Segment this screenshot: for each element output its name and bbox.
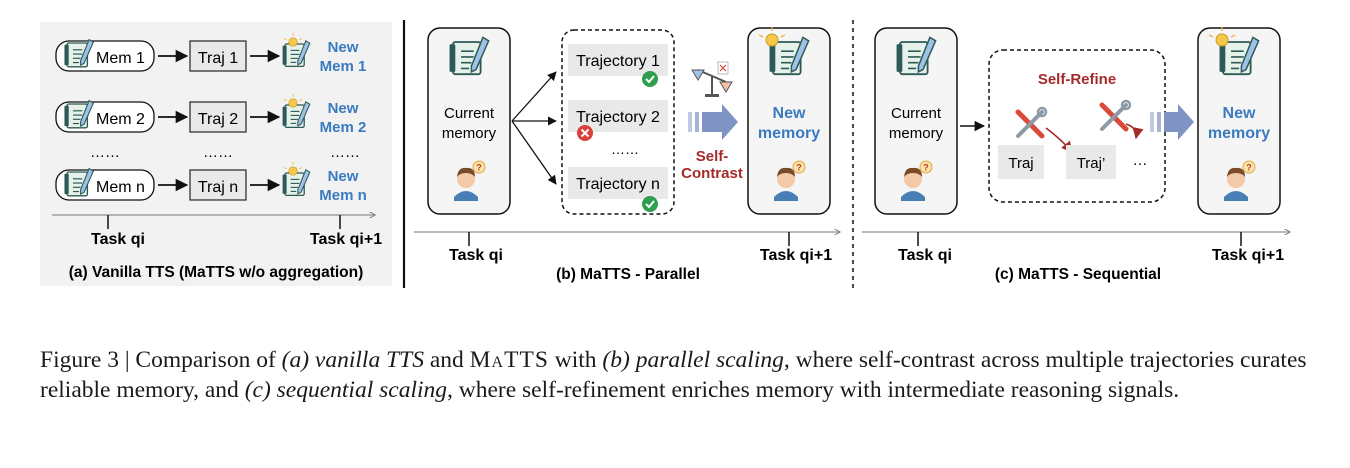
task-start-label: Task qi bbox=[91, 231, 145, 248]
caption-matts: MaTTS bbox=[469, 347, 549, 373]
traj-box bbox=[998, 145, 1044, 179]
scale-icon bbox=[691, 61, 733, 97]
current-memory-label-1: Current bbox=[444, 105, 495, 122]
trajectory-label: Trajectory 1 bbox=[576, 53, 660, 70]
new-memory-label-1: New bbox=[773, 105, 806, 122]
traj-prime-label: Traj’ bbox=[1077, 155, 1106, 172]
new-memory-label-1: New bbox=[1223, 105, 1256, 122]
panel-b: Current memory Trajectory 1 Trajectory 2… bbox=[414, 26, 840, 283]
ellipsis: …… bbox=[611, 141, 639, 157]
new-memory-label-2: memory bbox=[1208, 125, 1270, 142]
arrow-stripe bbox=[688, 112, 692, 132]
self-refine-title: Self-Refine bbox=[1038, 71, 1116, 88]
traj-label: Traj n bbox=[198, 179, 238, 196]
panel-a-row-2: Mem 2 Traj 2 New Mem 2 bbox=[55, 93, 367, 136]
panel-a: Mem 1 Traj 1 New Mem 1 Mem 2 Traj 2 New … bbox=[40, 22, 392, 286]
caption-vanilla: (a) vanilla TTS bbox=[281, 347, 424, 373]
task-start-label: Task qi bbox=[898, 247, 952, 264]
current-memory-box bbox=[874, 27, 958, 215]
caption-suffix: , where self-refinement enriches memory … bbox=[447, 377, 1180, 403]
new-memory-box bbox=[747, 27, 831, 215]
method-figure: ? Mem 1 Traj 1 New bbox=[40, 20, 1350, 288]
current-memory-label-1: Current bbox=[891, 105, 942, 122]
traj-label: Traj bbox=[1008, 155, 1033, 172]
task-end-label: Task qi+1 bbox=[1212, 247, 1284, 264]
new-mem-label-top: New bbox=[328, 39, 359, 56]
new-mem-label-bottom: Mem n bbox=[319, 187, 367, 204]
trajectory-box bbox=[568, 44, 668, 76]
traj-box bbox=[189, 101, 247, 133]
task-end-label: Task qi+1 bbox=[760, 247, 832, 264]
caption-parallel: (b) parallel scaling bbox=[602, 347, 784, 373]
self-contrast-label-1: Self- bbox=[696, 148, 729, 165]
traj-box bbox=[189, 40, 247, 72]
panel-b-caption: (b) MaTTS - Parallel bbox=[556, 266, 700, 283]
self-contrast-label-2: Contrast bbox=[681, 165, 743, 182]
trajectory-label: Trajectory n bbox=[576, 176, 660, 193]
check-icon bbox=[641, 195, 659, 213]
new-memory-box bbox=[1197, 27, 1281, 215]
new-memory-label-2: memory bbox=[758, 125, 820, 142]
traj-box bbox=[189, 169, 247, 201]
arrow-stripe bbox=[695, 112, 699, 132]
caption-and: and bbox=[423, 347, 470, 373]
ellipsis: … bbox=[1133, 152, 1148, 169]
current-memory-label-2: memory bbox=[442, 125, 497, 142]
new-mem-label-bottom: Mem 2 bbox=[320, 119, 367, 136]
panel-a-row-n: Mem n Traj n New Mem n bbox=[55, 161, 367, 204]
new-mem-label-top: New bbox=[328, 100, 359, 117]
ellipsis: …… bbox=[203, 144, 233, 161]
mem-label: Mem n bbox=[96, 179, 145, 196]
arrow-stripe bbox=[1157, 112, 1161, 132]
arrow-stripe bbox=[1150, 112, 1154, 132]
caption-middle: , where self-contrast across multiple tr… bbox=[40, 347, 1307, 403]
new-mem-label-bottom: Mem 1 bbox=[320, 58, 367, 75]
big-arrow bbox=[1164, 104, 1194, 140]
trajectory-label: Trajectory 2 bbox=[576, 109, 660, 126]
cross-icon bbox=[576, 124, 594, 142]
caption-prefix: Figure 3 | Comparison of bbox=[40, 347, 282, 373]
caption-sequential: (c) sequential scaling bbox=[244, 377, 447, 403]
arrow bbox=[511, 71, 557, 122]
mem-label: Mem 2 bbox=[96, 111, 145, 128]
tools-icon bbox=[1102, 101, 1130, 129]
figure-caption: Figure 3 | Comparison of (a) vanilla TTS… bbox=[40, 345, 1315, 405]
tools-icon bbox=[1018, 108, 1046, 136]
ellipsis: …… bbox=[330, 144, 360, 161]
task-end-label: Task qi+1 bbox=[310, 231, 382, 248]
trajectories-group bbox=[561, 29, 675, 215]
ellipsis: …… bbox=[90, 144, 120, 161]
panel-c-caption: (c) MaTTS - Sequential bbox=[995, 266, 1161, 283]
panel-a-row-1: Mem 1 Traj 1 New Mem 1 bbox=[55, 32, 367, 75]
mem-label: Mem 1 bbox=[96, 50, 145, 67]
panel-a-caption: (a) Vanilla TTS (MaTTS w/o aggregation) bbox=[69, 264, 364, 281]
current-memory-label-2: memory bbox=[889, 125, 944, 142]
current-memory-box bbox=[427, 27, 511, 215]
task-start-label: Task qi bbox=[449, 247, 503, 264]
traj-prime-box bbox=[1066, 145, 1116, 179]
traj-label: Traj 2 bbox=[198, 111, 238, 128]
big-arrow bbox=[702, 104, 738, 140]
traj-label: Traj 1 bbox=[198, 50, 238, 67]
check-icon bbox=[641, 70, 659, 88]
new-mem-label-top: New bbox=[328, 168, 359, 185]
arrow bbox=[511, 120, 557, 185]
refine-arrow bbox=[1125, 123, 1144, 140]
panel-c: Current memory Self-Refine Traj Traj’ … … bbox=[862, 26, 1290, 283]
caption-with: with bbox=[548, 347, 603, 373]
trajectory-box bbox=[568, 167, 668, 199]
